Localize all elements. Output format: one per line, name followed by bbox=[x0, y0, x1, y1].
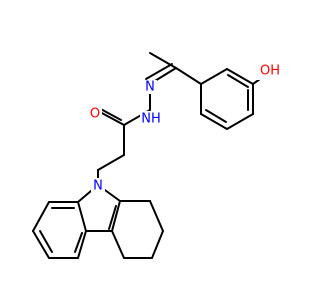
benzene-ring-bond-5 bbox=[77, 230, 87, 259]
carbazole-right-double-bond bbox=[108, 205, 117, 230]
phenol-ring-bond-2 bbox=[226, 68, 254, 85]
phenol-inner-bond-2 bbox=[205, 109, 227, 123]
hydrazide-nitrogen-label: NH bbox=[141, 112, 161, 127]
benzene-inner-bond-2 bbox=[39, 230, 53, 253]
carbonyl-oxygen-label: O bbox=[90, 107, 100, 122]
methyl-bond bbox=[149, 52, 177, 69]
carbonyl-double-bond-1 bbox=[99, 111, 125, 126]
benzene-inner-bond-3 bbox=[74, 232, 83, 253]
carbazole-fusion-bond-right bbox=[111, 200, 121, 232]
molecule-structure: OH O N NH N bbox=[32, 52, 284, 259]
oh-label-mask bbox=[256, 62, 284, 80]
imine-to-aryl-bond bbox=[175, 67, 202, 85]
carbazole-fusion-bond-left bbox=[77, 201, 87, 232]
molecule-canvas: OH O N NH N bbox=[32, 52, 284, 259]
phenol-ring-bond-1 bbox=[200, 68, 228, 85]
benzene-ring-bond-2 bbox=[32, 201, 50, 232]
benzene-ring-bond-3 bbox=[32, 230, 50, 259]
chain-bond bbox=[97, 154, 125, 171]
carbonyl-o-label-mask bbox=[88, 106, 102, 122]
imine-double-bond-2 bbox=[145, 63, 173, 80]
imine-n-label-mask bbox=[143, 80, 157, 94]
phenol-ring-bond-5 bbox=[200, 113, 228, 130]
phenol-ring-bond-4 bbox=[226, 113, 254, 130]
imine-nitrogen-label: N bbox=[145, 80, 155, 95]
hydroxyl-oxygen-label: OH bbox=[260, 64, 280, 79]
carbazole-n-label-mask bbox=[91, 178, 105, 193]
cyclohexane-bond-3 bbox=[151, 230, 164, 259]
cyclohexane-bond-2 bbox=[149, 200, 164, 232]
hydrazide-n-label-mask bbox=[140, 111, 164, 127]
phenol-inner-bond-1 bbox=[227, 74, 249, 88]
carbazole-nitrogen-label: N bbox=[93, 179, 103, 194]
cyclohexane-bond-5 bbox=[111, 230, 125, 259]
